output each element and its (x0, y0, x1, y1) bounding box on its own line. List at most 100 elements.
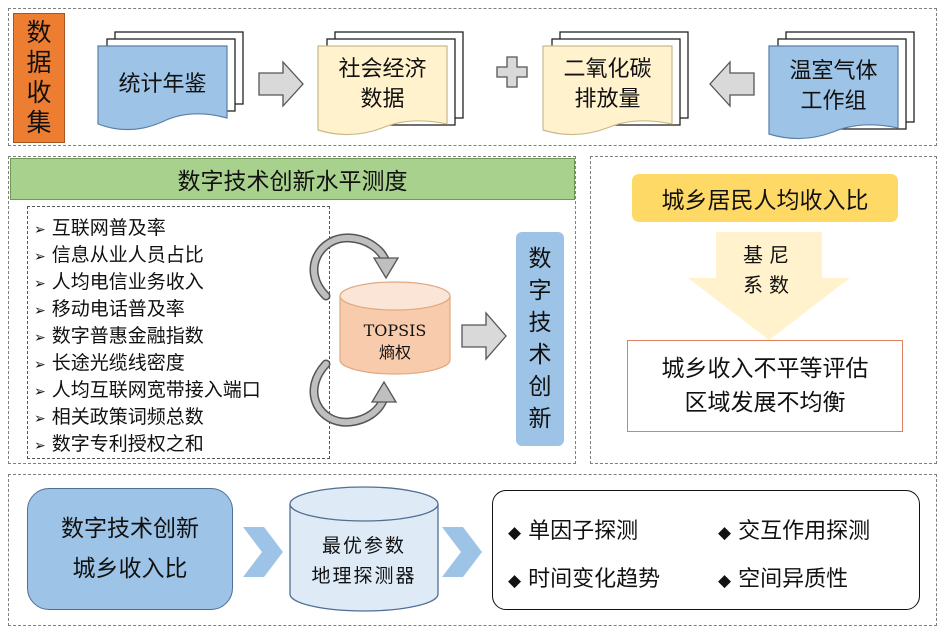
bullet-arrow-icon: ➢ (34, 384, 46, 400)
output-text: 单因子探测 (528, 519, 639, 544)
diamond-bullet-icon: ◆ (508, 571, 522, 591)
cycle-arrow-bottom-icon (309, 359, 398, 427)
method-text: 最优参数 (321, 535, 406, 557)
doc-label-line: 工作组 (800, 89, 867, 114)
indicator-text: 移动电话普及率 (51, 298, 185, 320)
bullet-arrow-icon: ➢ (34, 438, 46, 454)
chevron-right-icon (442, 527, 482, 577)
indicator-item: ➢长途光缆线密度 (34, 348, 185, 375)
assessment-text: 城乡收入不平等评估 (661, 356, 869, 382)
result-char: 字 (528, 278, 552, 304)
indicator-item: ➢ 数字普惠金融指数 (34, 321, 204, 348)
doc-label-line: 温室气体 (789, 59, 878, 84)
indicator-text: 数字专利授权之和 (51, 433, 204, 455)
output-text: 时间变化趋势 (528, 567, 661, 592)
header-text: 数字技术创新水平测度 (177, 169, 408, 195)
doc-label-line: 数据 (360, 87, 405, 112)
gini-text: 基尼 (743, 243, 795, 267)
indicator-item: ➢ 人均电信业务收入 (34, 267, 204, 294)
indicator-text: 数字普惠金融指数 (51, 325, 204, 347)
output-item: ◆ 空间异质性 (718, 561, 848, 593)
topsis-label: TOPSIS 熵权 (340, 318, 450, 366)
down-arrow-icon (688, 232, 850, 340)
bullet-arrow-icon: ➢ (34, 357, 46, 373)
right-arrow-icon (461, 311, 507, 361)
gini-text: 系数 (743, 273, 795, 297)
result-char: 术 (528, 342, 552, 368)
bullet-arrow-icon: ➢ (34, 303, 46, 319)
digital-innovation-panel (8, 156, 576, 464)
method-text: 熵权 (378, 343, 411, 362)
output-item: ◆ 交互作用探测 (718, 513, 870, 545)
doc-label-ghg: 温室气体 工作组 (769, 50, 898, 124)
label-char: 据 (26, 48, 52, 77)
result-char: 技 (528, 310, 552, 336)
indicator-list-box (27, 206, 330, 459)
doc-label-line: 统计年鉴 (118, 72, 207, 97)
indicator-text: 人均互联网宽带接入端口 (51, 379, 261, 401)
input-text: 城乡收入比 (72, 556, 188, 582)
input-text: 数字技术创新 (61, 516, 199, 542)
yearbook-document-icon (97, 31, 244, 131)
inequality-assessment-box: 城乡收入不平等评估 区域发展不均衡 (627, 340, 903, 432)
output-text: 交互作用探测 (738, 519, 871, 544)
topsis-database-icon (339, 281, 451, 375)
indicator-text: 互联网普及率 (51, 217, 166, 239)
output-item: ◆ 单因子探测 (508, 513, 638, 545)
income-gap-panel (590, 156, 937, 464)
analysis-inputs-box: 数字技术创新 城乡收入比 (27, 488, 233, 610)
ghg-workgroup-document-icon (768, 31, 915, 140)
indicator-item: ➢ 数字专利授权之和 (34, 429, 204, 456)
indicator-item: ➢ 移动电话普及率 (34, 294, 185, 321)
indicator-text: 相关政策词频总数 (51, 406, 204, 428)
left-arrow-icon (709, 60, 755, 108)
data-collection-label: 数 据 收 集 (13, 13, 65, 143)
doc-label-yearbook: 统计年鉴 (98, 52, 227, 112)
doc-label-socio-economic: 社会经济 数据 (318, 50, 447, 120)
income-ratio-box: 城乡居民人均收入比 (632, 174, 898, 222)
method-text: 地理探测器 (311, 565, 417, 587)
bullet-arrow-icon: ➢ (34, 249, 46, 265)
doc-label-co2: 二氧化碳 排放量 (543, 50, 672, 120)
result-char: 创 (528, 374, 552, 400)
income-ratio-text: 城乡居民人均收入比 (661, 188, 869, 214)
indicator-text: 人均电信业务收入 (51, 271, 204, 293)
label-char: 数 (26, 18, 52, 47)
indicator-item: ➢ 互联网普及率 (34, 213, 166, 240)
cycle-arrow-top-icon (309, 233, 400, 301)
assessment-text: 区域发展不均衡 (684, 390, 846, 416)
label-char: 集 (26, 108, 52, 137)
bullet-arrow-icon: ➢ (34, 330, 46, 346)
doc-label-line: 社会经济 (338, 57, 427, 82)
chevron-right-icon (243, 527, 283, 577)
output-item: ◆ 时间变化趋势 (508, 561, 660, 593)
right-arrow-icon (258, 60, 304, 108)
indicator-item: ➢ 人均互联网宽带接入端口 (34, 375, 261, 402)
bullet-arrow-icon: ➢ (34, 222, 46, 238)
plus-icon (496, 56, 528, 88)
digital-innovation-header: 数字技术创新水平测度 (10, 158, 575, 200)
digital-innovation-result: 数 字 技 术 创 新 (516, 232, 564, 446)
gini-label: 基尼 系数 (716, 240, 822, 304)
diamond-bullet-icon: ◆ (508, 523, 522, 543)
bullet-arrow-icon: ➢ (34, 411, 46, 427)
indicator-item: ➢信息从业人员占比 (34, 240, 204, 267)
socio-economic-document-icon (317, 31, 464, 136)
geodetector-database-icon (289, 486, 439, 612)
diamond-bullet-icon: ◆ (718, 571, 732, 591)
data-collection-panel (8, 8, 937, 146)
analysis-panel (8, 474, 937, 626)
doc-label-line: 排放量 (574, 87, 641, 112)
bullet-arrow-icon: ➢ (34, 276, 46, 292)
result-char: 数 (528, 246, 552, 272)
method-text: TOPSIS (363, 321, 427, 340)
co2-document-icon (542, 31, 689, 136)
indicator-item: ➢ 相关政策词频总数 (34, 402, 204, 429)
label-char: 收 (26, 78, 52, 107)
diamond-bullet-icon: ◆ (718, 523, 732, 543)
output-text: 空间异质性 (738, 567, 849, 592)
